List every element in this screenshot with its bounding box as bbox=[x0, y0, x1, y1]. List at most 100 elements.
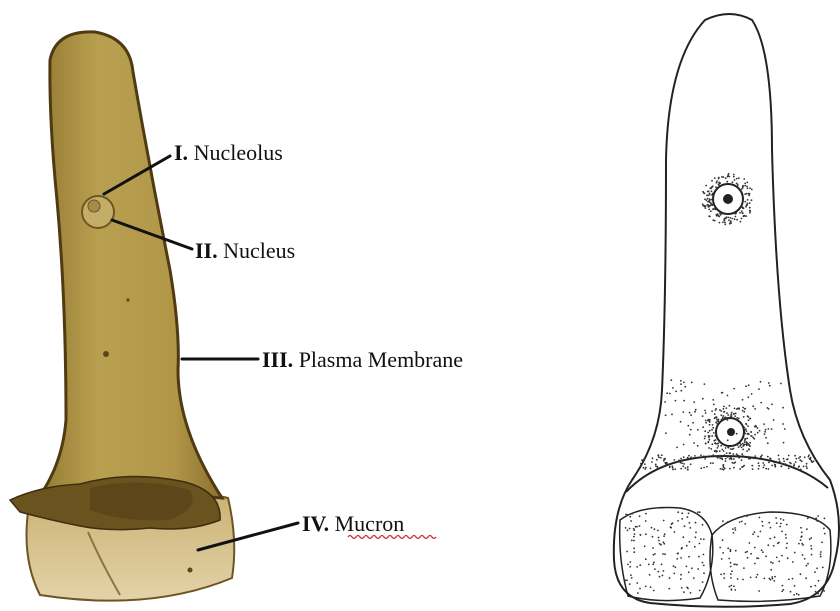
stipple-dot bbox=[747, 203, 749, 205]
stipple-dot bbox=[726, 412, 728, 414]
stipple-dot bbox=[715, 409, 717, 411]
stipple-dot bbox=[738, 455, 740, 457]
stipple-dot bbox=[711, 435, 713, 437]
stipple-dot bbox=[720, 445, 722, 447]
stipple-dot bbox=[706, 195, 708, 197]
stipple-dot bbox=[749, 187, 751, 189]
stipple-dot bbox=[675, 400, 677, 402]
drawing-outline bbox=[614, 14, 839, 607]
stipple-dot bbox=[730, 585, 732, 587]
stipple-dot bbox=[644, 463, 646, 465]
stipple-dot bbox=[703, 565, 705, 567]
stipple-dot bbox=[655, 465, 657, 467]
stipple-dot bbox=[814, 571, 816, 573]
stipple-dot bbox=[792, 578, 794, 580]
stipple-dot bbox=[754, 434, 756, 436]
stipple-dot bbox=[683, 382, 685, 384]
stipple-dot bbox=[709, 194, 711, 196]
stipple-dot bbox=[704, 198, 706, 200]
stipple-dot bbox=[664, 458, 666, 460]
stipple-dot bbox=[806, 528, 808, 530]
stipple-dot bbox=[680, 574, 682, 576]
stipple-dot bbox=[749, 458, 751, 460]
stipple-dot bbox=[748, 384, 750, 386]
stipple-dot bbox=[668, 588, 670, 590]
stipple-dot bbox=[680, 390, 682, 392]
stipple-dot bbox=[706, 204, 708, 206]
stipple-dot bbox=[644, 457, 646, 459]
stipple-dot bbox=[736, 183, 738, 185]
stipple-dot bbox=[757, 574, 759, 576]
stipple-dot bbox=[790, 591, 792, 593]
stipple-dot bbox=[724, 468, 726, 470]
stipple-dot bbox=[656, 459, 658, 461]
stipple-dot bbox=[725, 447, 727, 449]
stipple-dot bbox=[810, 545, 812, 547]
stipple-dot bbox=[747, 557, 749, 559]
stipple-dot bbox=[723, 176, 725, 178]
stipple-dot bbox=[740, 444, 742, 446]
stipple-dot bbox=[649, 574, 651, 576]
stipple-dot bbox=[684, 525, 686, 527]
stipple-dot bbox=[629, 566, 631, 568]
stipple-dot bbox=[745, 428, 747, 430]
stipple-dot bbox=[639, 588, 641, 590]
stipple-dot bbox=[704, 435, 706, 437]
stipple-dot bbox=[695, 409, 697, 411]
label-plasma-membrane: III. Plasma Membrane bbox=[262, 347, 463, 372]
stipple-dot bbox=[699, 511, 701, 513]
stipple-dot bbox=[675, 391, 677, 393]
stipple-dot bbox=[768, 382, 770, 384]
stipple-dot bbox=[650, 586, 652, 588]
stipple-dot bbox=[692, 422, 694, 424]
stipple-dot bbox=[714, 177, 716, 179]
stipple-dot bbox=[669, 577, 671, 579]
stipple-dot bbox=[777, 543, 779, 545]
stipple-dot bbox=[734, 564, 736, 566]
stipple-dot bbox=[725, 407, 727, 409]
stipple-dot bbox=[769, 538, 771, 540]
stipple-dot bbox=[800, 469, 802, 471]
stipple-dot bbox=[665, 414, 667, 416]
label-nucleolus: I. Nucleolus bbox=[174, 140, 283, 165]
stipple-dot bbox=[732, 181, 734, 183]
micrograph-granule bbox=[126, 298, 129, 301]
stipple-dot bbox=[769, 385, 771, 387]
stipple-dot bbox=[719, 182, 721, 184]
stipple-dot bbox=[711, 443, 713, 445]
stipple-dot bbox=[697, 568, 699, 570]
stipple-dot bbox=[782, 423, 784, 425]
stipple-dot bbox=[703, 572, 705, 574]
stipple-dot bbox=[693, 577, 695, 579]
stipple-dot bbox=[710, 202, 712, 204]
stipple-dot bbox=[768, 468, 770, 470]
drawing-mucron-lobe-left bbox=[620, 508, 713, 601]
stipple-dot bbox=[671, 523, 673, 525]
stipple-dot bbox=[712, 208, 714, 210]
stipple-dot bbox=[750, 577, 752, 579]
stipple-dot bbox=[729, 217, 731, 219]
stipple-dot bbox=[716, 215, 718, 217]
line-drawing bbox=[614, 14, 839, 607]
stipple-dot bbox=[740, 422, 742, 424]
stipple-dot bbox=[756, 557, 758, 559]
stipple-dot bbox=[749, 542, 751, 544]
stipple-dot bbox=[695, 522, 697, 524]
stipple-dot bbox=[644, 468, 646, 470]
stipple-dot bbox=[716, 182, 718, 184]
stipple-dot bbox=[664, 462, 666, 464]
stipple-dot bbox=[660, 457, 662, 459]
stipple-dot bbox=[736, 178, 738, 180]
stipple-dot bbox=[730, 573, 732, 575]
stipple-dot bbox=[727, 521, 729, 523]
stipple-dot bbox=[727, 414, 729, 416]
stipple-dot bbox=[682, 536, 684, 538]
stipple-dot bbox=[751, 393, 753, 395]
stipple-dot bbox=[721, 558, 723, 560]
stipple-dot bbox=[680, 421, 682, 423]
stipple-dot bbox=[708, 209, 710, 211]
stipple-dot bbox=[736, 408, 738, 410]
stipple-dot bbox=[653, 554, 655, 556]
stipple-dot bbox=[734, 179, 736, 181]
